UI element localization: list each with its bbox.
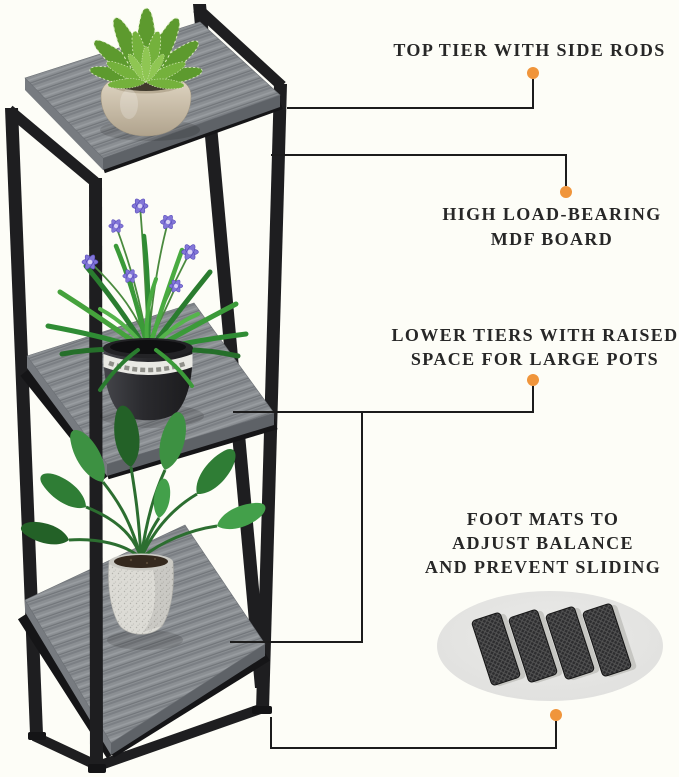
annotation-line: HIGH LOAD-BEARING: [442, 204, 662, 224]
annotation-line: ADJUST BALANCE: [452, 533, 634, 553]
speckled-pot: [108, 561, 174, 635]
foot-mat: [471, 612, 526, 687]
leafy-plant: [18, 403, 270, 650]
annotation-foot-mats: FOOT MATS TO ADJUST BALANCE AND PREVENT …: [390, 507, 679, 579]
floor-rail-left: [31, 731, 101, 771]
callout-line-lower-tiers-branch: [230, 412, 363, 643]
callout-line-foot-mats: [270, 717, 557, 749]
callout-dot: [527, 67, 539, 79]
annotation-line: LOWER TIERS WITH RAISED: [391, 325, 679, 345]
right-leg: [256, 84, 287, 710]
annotation-lower-tiers: LOWER TIERS WITH RAISED SPACE FOR LARGE …: [380, 323, 679, 371]
annotation-line: MDF BOARD: [490, 229, 614, 249]
top-side-rod-right: [193, 3, 286, 91]
annotation-top-tier: TOP TIER WITH SIDE RODS: [380, 38, 679, 62]
foot-mat: [508, 609, 563, 684]
flower-plant: [45, 197, 249, 428]
left-leg: [5, 108, 43, 734]
floor-rail-right: [96, 703, 265, 771]
callout-dot: [550, 709, 562, 721]
foot-mats-figure: [437, 591, 663, 701]
annotation-mdf-board: HIGH LOAD-BEARING MDF BOARD: [425, 202, 679, 252]
succulent-plant: [87, 7, 205, 141]
callout-line-top-tier: [287, 79, 534, 109]
callout-dot: [527, 374, 539, 386]
callout-dot: [560, 186, 572, 198]
leaf-stems: [68, 466, 218, 560]
annotation-line: SPACE FOR LARGE POTS: [410, 349, 660, 369]
foot-mat: [545, 606, 600, 681]
right-foot: [252, 706, 272, 714]
left-foot: [28, 732, 46, 740]
foot-mat: [582, 603, 637, 678]
annotation-line: FOOT MATS TO: [466, 509, 620, 529]
callout-line-lower-tiers: [233, 386, 534, 413]
callout-line-mdf: [271, 154, 567, 186]
front-foot: [88, 764, 106, 773]
annotation-line: AND PREVENT SLIDING: [424, 557, 662, 577]
top-side-rod-left: [5, 105, 99, 187]
annotation-line: TOP TIER WITH SIDE RODS: [393, 40, 666, 60]
